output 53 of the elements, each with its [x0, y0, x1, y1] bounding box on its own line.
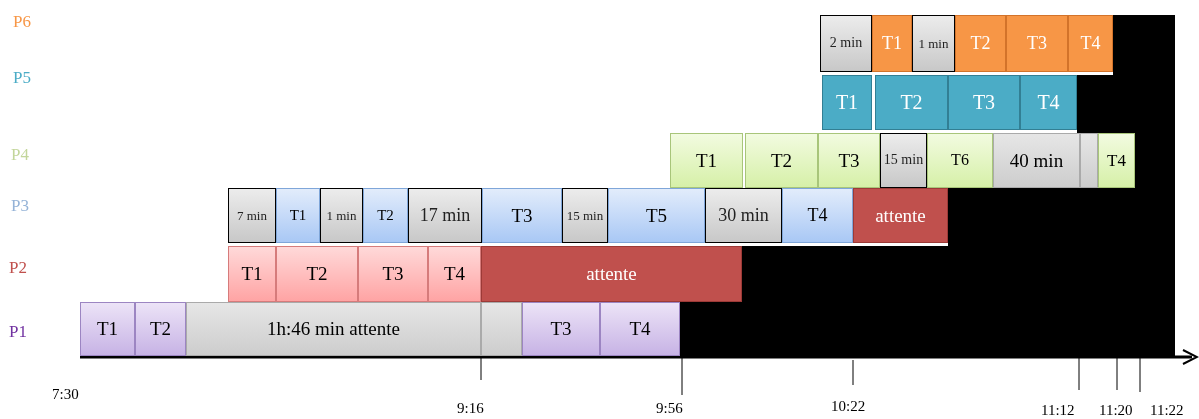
task-block: T1 [228, 246, 276, 302]
time-label: 10:22 [831, 398, 866, 415]
time-label: 9:56 [656, 400, 683, 417]
task-block: T2 [955, 15, 1006, 72]
row-label: P3 [11, 196, 29, 216]
time-label: 11:20 [1099, 402, 1133, 419]
task-block: T4 [600, 302, 680, 356]
task-block: T4 [428, 246, 481, 302]
task-block: T5 [608, 188, 705, 243]
time-label: 11:12 [1041, 402, 1075, 419]
time-label: 11:22 [1150, 402, 1184, 419]
task-block: T2 [276, 246, 358, 302]
task-block: T3 [358, 246, 428, 302]
task-block: T3 [482, 188, 562, 243]
wait-block: 7 min [228, 188, 276, 243]
wait-block: 1h:46 min attente [186, 302, 481, 356]
time-label: 9:16 [457, 400, 484, 417]
row-label: P5 [13, 68, 31, 88]
row-label: P4 [11, 145, 29, 165]
task-block: T4 [1098, 133, 1135, 188]
task-block: T3 [948, 75, 1020, 130]
wait-block: 30 min [705, 188, 782, 243]
wait-block: 15 min [880, 133, 927, 188]
task-block: T1 [822, 75, 872, 130]
row-label: P2 [9, 258, 27, 278]
wait-block: 1 min [912, 15, 955, 72]
task-block: T1 [670, 133, 743, 188]
row-label: P6 [13, 12, 31, 32]
task-block: T4 [1020, 75, 1077, 130]
task-block: T4 [1068, 15, 1113, 72]
task-block: T6 [927, 133, 993, 188]
task-block: T1 [276, 188, 320, 243]
task-block: T4 [782, 188, 853, 243]
task-block: T3 [522, 302, 600, 356]
task-block: T2 [745, 133, 818, 188]
wait-block: attente [853, 188, 948, 243]
task-block: T1 [80, 302, 135, 356]
wait-block [481, 302, 522, 356]
wait-block: 1 min [320, 188, 363, 243]
wait-block: 17 min [408, 188, 482, 243]
wait-block: 40 min [993, 133, 1080, 188]
task-block: T3 [818, 133, 880, 188]
time-label: 7:30 [52, 386, 79, 403]
task-block: T2 [363, 188, 408, 243]
task-block: T3 [1006, 15, 1068, 72]
task-block: T2 [135, 302, 186, 356]
wait-block [1080, 133, 1098, 188]
wait-block: 2 min [820, 15, 872, 72]
task-block: T1 [872, 15, 912, 72]
task-block: T2 [875, 75, 948, 130]
wait-block: 15 min [562, 188, 608, 243]
wait-block: attente [481, 246, 742, 302]
row-label: P1 [9, 322, 27, 342]
